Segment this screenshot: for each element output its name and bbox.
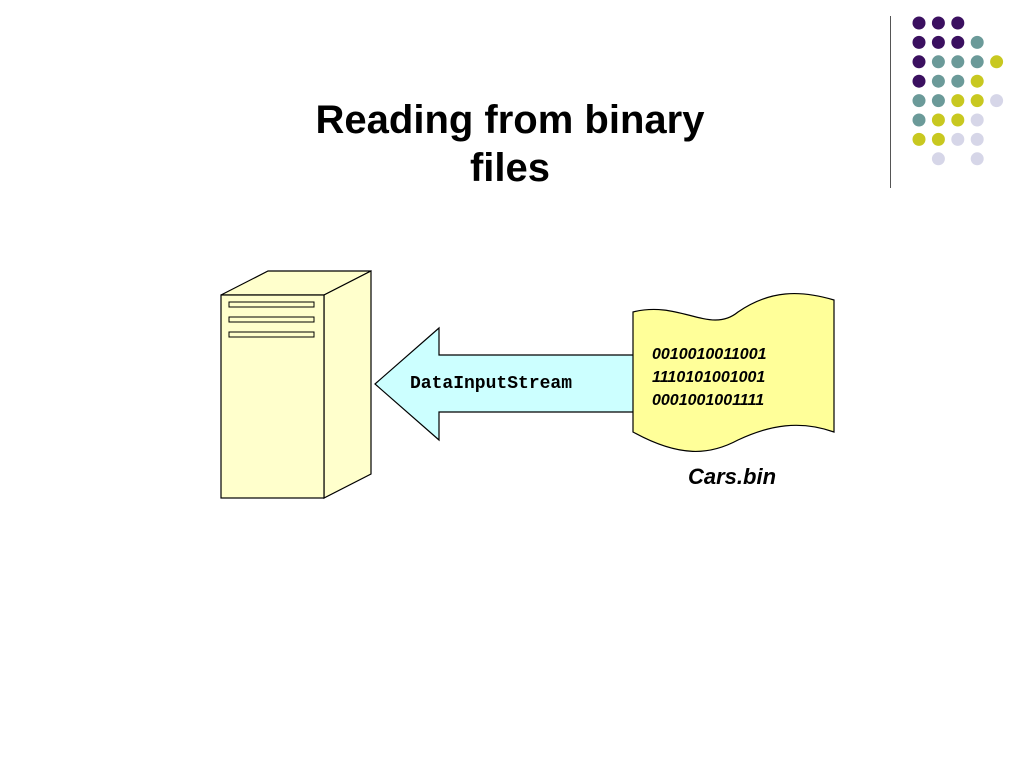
- binary-line-2: 1110101001001: [652, 369, 766, 386]
- slide-title: Reading from binary files: [250, 96, 770, 192]
- decorative-dot: [931, 74, 945, 88]
- decorative-dot: [970, 132, 984, 146]
- drive-bay-3: [228, 331, 315, 338]
- decorative-dot: [951, 132, 965, 146]
- decorative-dot: [990, 94, 1004, 108]
- decorative-dot: [912, 16, 926, 30]
- drive-bay-1: [228, 301, 315, 308]
- arrow-label: DataInputStream: [410, 374, 573, 394]
- decorative-dot: [931, 113, 945, 127]
- decorative-dot: [951, 16, 965, 30]
- decorative-dot: [970, 152, 984, 166]
- decorative-dot: [970, 74, 984, 88]
- binary-line-1: 0010010011001: [652, 346, 767, 363]
- decorative-dot: [970, 113, 984, 127]
- decorative-dot: [970, 35, 984, 49]
- decorative-dot: [912, 94, 926, 108]
- decorative-dot: [951, 94, 965, 108]
- decorative-dot: [931, 35, 945, 49]
- computer-tower-icon: [220, 270, 372, 499]
- slide-title-line-2: files: [469, 146, 551, 190]
- decorative-dot: [931, 94, 945, 108]
- file-name-label: Cars.bin: [688, 464, 777, 489]
- decorative-dot: [912, 132, 926, 146]
- decorative-dot: [931, 132, 945, 146]
- binary-file-document-icon: [632, 293, 835, 453]
- header-divider: [890, 16, 891, 188]
- decorative-dot: [970, 94, 984, 108]
- decorative-dot: [912, 74, 926, 88]
- decorative-dot-grid: [912, 16, 1004, 166]
- decorative-dot: [951, 74, 965, 88]
- decorative-dot: [912, 55, 926, 69]
- computer-side-face: [323, 270, 372, 499]
- computer-front-face: [220, 294, 325, 499]
- decorative-dot: [931, 16, 945, 30]
- decorative-dot: [951, 113, 965, 127]
- slide-title-line-1: Reading from binary: [315, 98, 705, 142]
- decorative-dot: [951, 55, 965, 69]
- decorative-dot: [990, 55, 1004, 69]
- decorative-dot: [931, 55, 945, 69]
- decorative-dot: [970, 55, 984, 69]
- drive-bay-2: [228, 316, 315, 323]
- decorative-dot: [951, 35, 965, 49]
- decorative-dot: [912, 35, 926, 49]
- decorative-dot: [912, 113, 926, 127]
- decorative-dot: [931, 152, 945, 166]
- binary-content: 0010010011001 1110101001001 000100100111…: [652, 343, 822, 412]
- binary-line-3: 0001001001111: [652, 392, 765, 409]
